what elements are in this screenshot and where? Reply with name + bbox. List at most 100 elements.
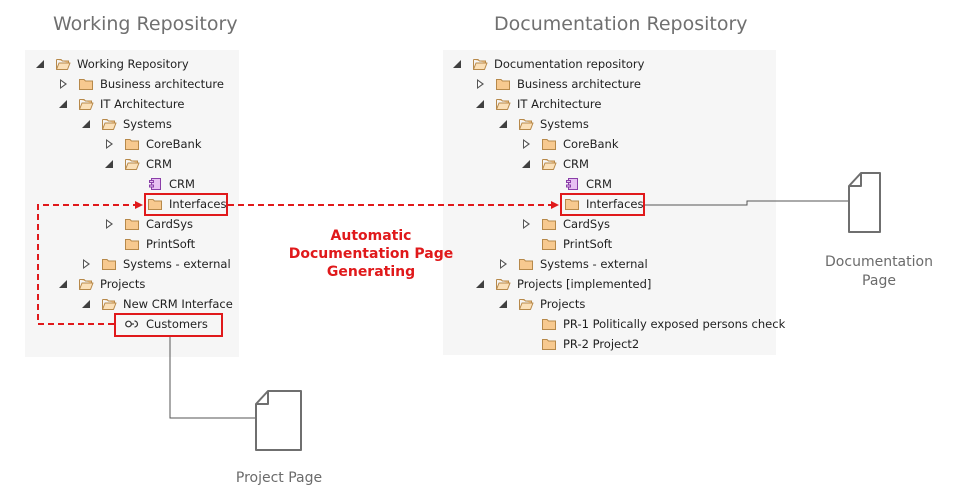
expand-toggle[interactable] <box>80 298 92 310</box>
tree-node-printsoft[interactable]: PrintSoft <box>103 234 195 254</box>
tree-node-printsoft[interactable]: PrintSoft <box>520 234 612 254</box>
expand-toggle[interactable] <box>520 158 532 170</box>
tree-node-label: CardSys <box>146 217 193 231</box>
tree-node-corebank[interactable]: CoreBank <box>520 134 619 154</box>
expand-toggle[interactable] <box>497 118 509 130</box>
tree-node-label: CRM <box>563 157 589 171</box>
tree-node-it-architecture[interactable]: IT Architecture <box>474 94 601 114</box>
highlight-interfaces-left <box>144 193 228 216</box>
expand-toggle[interactable] <box>80 258 92 270</box>
expand-toggle[interactable] <box>34 58 46 70</box>
interface-icon <box>124 316 140 332</box>
page-icon <box>848 172 881 233</box>
component-icon <box>147 176 163 192</box>
tree-node-label: PR-1 Politically exposed persons check <box>563 317 786 331</box>
folder-icon <box>101 256 117 272</box>
expand-toggle[interactable] <box>451 58 463 70</box>
tree-node-crm-folder[interactable]: CRM <box>103 154 172 174</box>
tree-node-corebank[interactable]: CoreBank <box>103 134 202 154</box>
tree-node-label: Systems - external <box>123 257 231 271</box>
tree-node-systems[interactable]: Systems <box>497 114 589 134</box>
tree-node-label: Systems <box>540 117 589 131</box>
tree-node-label: PrintSoft <box>146 237 196 251</box>
tree-node-working-repository[interactable]: Working Repository <box>34 54 189 74</box>
tree-node-label: Systems - external <box>540 257 648 271</box>
tree-node-customers[interactable]: Customers <box>103 314 208 334</box>
tree-node-label: Projects <box>540 297 586 311</box>
folder-icon <box>541 316 557 332</box>
tree-node-pr-1[interactable]: PR-1 Politically exposed persons check <box>520 314 785 334</box>
tree-node-crm-folder[interactable]: CRM <box>520 154 589 174</box>
expand-toggle[interactable] <box>57 278 69 290</box>
annotation-line: Documentation Page <box>288 246 454 262</box>
tree-node-label: Customers <box>146 317 208 331</box>
folder-icon <box>124 136 140 152</box>
component-icon <box>564 176 580 192</box>
expand-toggle[interactable] <box>497 298 509 310</box>
expand-toggle[interactable] <box>57 98 69 110</box>
folder-open-icon <box>495 276 511 292</box>
tree-node-cardsys[interactable]: CardSys <box>103 214 193 234</box>
folder-open-icon <box>78 96 94 112</box>
tree-node-label: New CRM Interface <box>123 297 233 311</box>
annotation-line: Automatic <box>330 228 412 244</box>
folder-icon <box>541 336 557 352</box>
tree-node-label: Systems <box>123 117 172 131</box>
expand-toggle[interactable] <box>474 78 486 90</box>
tree-node-interfaces[interactable]: Interfaces <box>543 194 643 214</box>
tree-node-projects[interactable]: Projects <box>57 274 145 294</box>
tree-node-label: Projects <box>100 277 146 291</box>
folder-open-icon <box>124 156 140 172</box>
tree-node-interfaces[interactable]: Interfaces <box>126 194 226 214</box>
tree-node-systems[interactable]: Systems <box>80 114 172 134</box>
expand-toggle[interactable] <box>57 78 69 90</box>
folder-icon <box>124 216 140 232</box>
automatic-documentation-annotation: Automatic Documentation Page Generating <box>281 227 461 281</box>
expand-toggle[interactable] <box>103 138 115 150</box>
tree-node-label: Business architecture <box>100 77 224 91</box>
folder-open-icon <box>101 296 117 312</box>
tree-node-label: Business architecture <box>517 77 641 91</box>
tree-node-business-architecture[interactable]: Business architecture <box>57 74 224 94</box>
tree-node-label: Interfaces <box>169 197 227 211</box>
tree-node-projects[interactable]: Projects <box>497 294 585 314</box>
folder-icon <box>78 76 94 92</box>
tree-node-pr-2[interactable]: PR-2 Project2 <box>520 334 639 354</box>
project-page-caption: Project Page <box>235 470 323 486</box>
expand-toggle[interactable] <box>497 258 509 270</box>
tree-node-label: IT Architecture <box>517 97 602 111</box>
tree-node-projects-implemented[interactable]: Projects [implemented] <box>474 274 651 294</box>
tree-node-systems-external[interactable]: Systems - external <box>497 254 648 274</box>
folder-icon <box>541 236 557 252</box>
tree-node-new-crm-interface[interactable]: New CRM Interface <box>80 294 233 314</box>
caption-line: Page <box>862 273 896 289</box>
tree-node-label: Projects [implemented] <box>517 277 652 291</box>
tree-node-label: IT Architecture <box>100 97 185 111</box>
folder-open-icon <box>518 296 534 312</box>
tree-node-it-architecture[interactable]: IT Architecture <box>57 94 184 114</box>
folder-icon <box>147 196 163 212</box>
documentation-repository-heading: Documentation Repository <box>494 13 748 35</box>
annotation-line: Generating <box>326 264 416 280</box>
working-repository-heading: Working Repository <box>53 13 238 35</box>
expand-toggle[interactable] <box>520 138 532 150</box>
folder-open-icon <box>472 56 488 72</box>
tree-node-documentation-repository[interactable]: Documentation repository <box>451 54 644 74</box>
documentation-page-caption: Documentation Page <box>809 253 949 291</box>
caption-line: Documentation <box>825 254 933 270</box>
expand-toggle[interactable] <box>474 278 486 290</box>
expand-toggle[interactable] <box>80 118 92 130</box>
tree-node-cardsys[interactable]: CardSys <box>520 214 610 234</box>
tree-node-crm-component[interactable]: CRM <box>543 174 612 194</box>
expand-toggle[interactable] <box>474 98 486 110</box>
tree-node-systems-external[interactable]: Systems - external <box>80 254 231 274</box>
folder-open-icon <box>78 276 94 292</box>
expand-toggle[interactable] <box>103 158 115 170</box>
tree-node-business-architecture[interactable]: Business architecture <box>474 74 641 94</box>
expand-toggle[interactable] <box>103 218 115 230</box>
highlight-interfaces-right <box>560 193 645 216</box>
tree-node-crm-component[interactable]: CRM <box>126 174 195 194</box>
expand-toggle[interactable] <box>520 218 532 230</box>
tree-node-label: CoreBank <box>146 137 202 151</box>
